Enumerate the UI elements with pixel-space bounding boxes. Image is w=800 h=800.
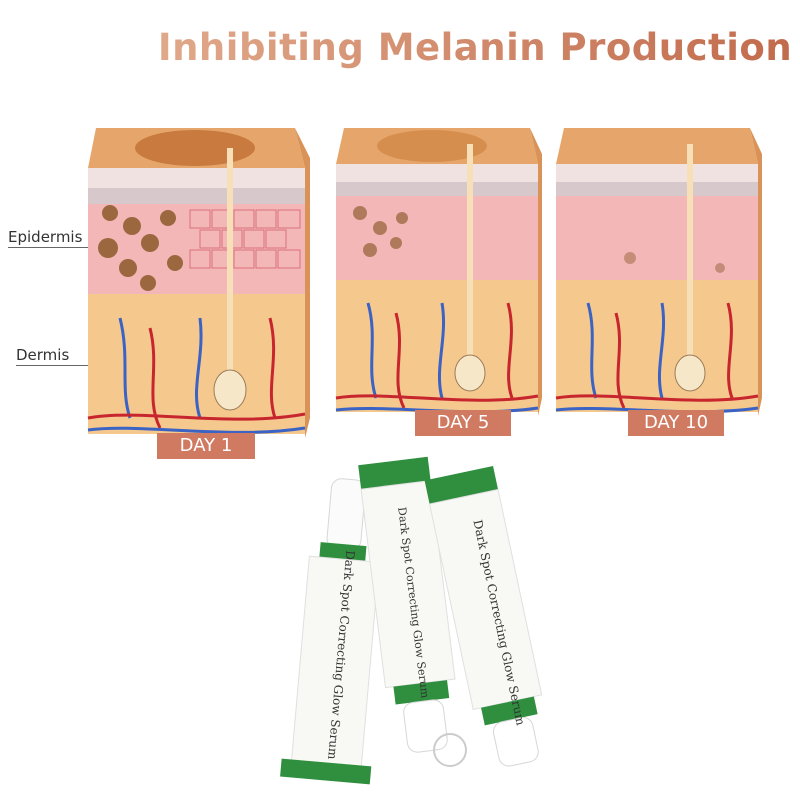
epidermis-pointer-line xyxy=(8,247,118,248)
day5-badge: DAY 5 xyxy=(415,410,511,436)
day10-badge: DAY 10 xyxy=(628,410,724,436)
product-tube-left xyxy=(280,478,380,785)
dermis-pointer-line xyxy=(16,365,96,366)
product-group xyxy=(280,456,543,785)
page-title: Inhibiting Melanin Production xyxy=(0,26,800,69)
page-title-text: Inhibiting Melanin Production xyxy=(157,26,793,69)
product-tube-right xyxy=(424,466,543,767)
skin-block-day10 xyxy=(555,128,762,416)
day1-badge: DAY 1 xyxy=(157,433,255,459)
epidermis-label: Epidermis xyxy=(8,228,83,246)
skin-block-day1 xyxy=(87,128,310,438)
dermis-label: Dermis xyxy=(16,346,70,364)
skin-block-day5 xyxy=(335,128,542,416)
product-tube-middle xyxy=(358,456,456,753)
